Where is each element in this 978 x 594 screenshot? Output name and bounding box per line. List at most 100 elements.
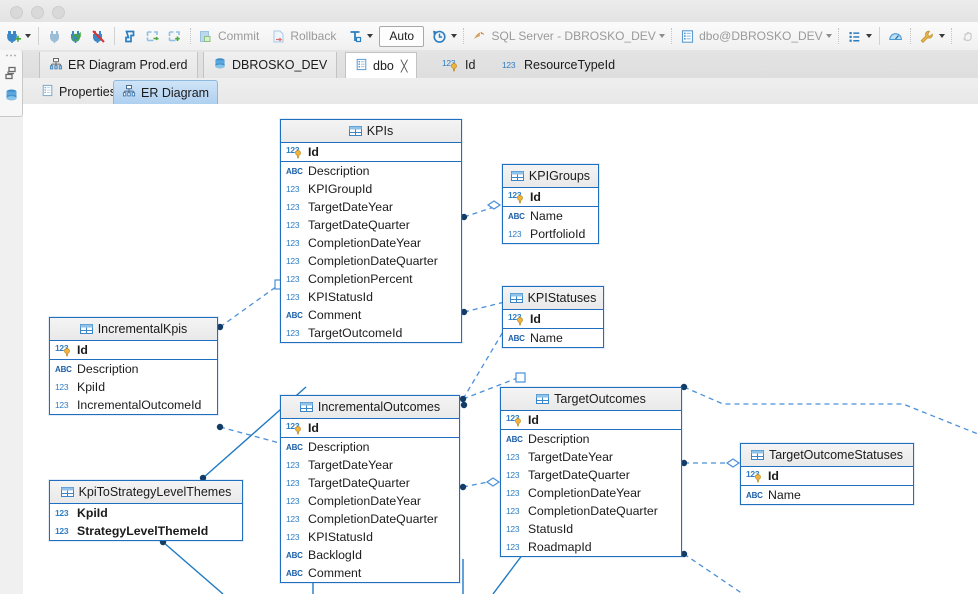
- er-table-header[interactable]: KpiToStrategyLevelThemes: [50, 481, 242, 504]
- rail-item-projects[interactable]: [4, 66, 19, 81]
- er-table-header[interactable]: TargetOutcomeStatuses: [741, 444, 913, 467]
- rail-item-database-navigator[interactable]: [4, 88, 19, 103]
- rail-grip[interactable]: [5, 54, 17, 57]
- tab-er-diagram-prod[interactable]: ER Diagram Prod.erd: [39, 52, 198, 78]
- new-sql-script-button[interactable]: [164, 25, 186, 47]
- tab-er-diagram[interactable]: ER Diagram: [113, 80, 219, 104]
- active-connection-caret-icon[interactable]: [658, 34, 665, 38]
- active-connection-selector[interactable]: SQL Server - DBROSKO_DEV: [469, 25, 667, 47]
- new-connection-button[interactable]: [2, 25, 33, 47]
- resultset-list-caret-icon[interactable]: [866, 34, 873, 38]
- close-dot[interactable]: [10, 6, 23, 19]
- invalidate-connection-button[interactable]: [87, 25, 109, 47]
- active-schema-selector[interactable]: dbo@DBROSKO_DEV: [676, 25, 834, 47]
- schema-icon: [355, 58, 368, 74]
- commit-icon: [197, 27, 215, 45]
- close-icon[interactable]: ╳: [400, 60, 408, 73]
- er-table-header[interactable]: TargetOutcomes: [501, 388, 681, 411]
- er-table-header[interactable]: IncrementalKpis: [50, 318, 217, 341]
- transaction-mode-caret-icon[interactable]: [367, 34, 374, 38]
- tab-resourcetypeid[interactable]: 123 ResourceTypeId: [493, 52, 624, 78]
- resultset-list-button[interactable]: [843, 25, 874, 47]
- er-table-header[interactable]: IncrementalOutcomes: [281, 396, 459, 419]
- er-table-header[interactable]: KPIStatuses: [503, 287, 603, 310]
- commit-button[interactable]: Commit: [195, 25, 261, 47]
- sql-script-button[interactable]: [142, 25, 164, 47]
- er-table-header[interactable]: KPIs: [281, 120, 461, 143]
- dashboard-button[interactable]: [884, 25, 906, 47]
- transaction-log-caret-icon[interactable]: [451, 34, 458, 38]
- tab-id[interactable]: 123 Id: [433, 52, 484, 78]
- editor-subtabs: Properties ER Diagram: [23, 78, 978, 105]
- tab-dbrosko-dev[interactable]: DBROSKO_DEV: [203, 52, 338, 78]
- new-connection-caret-icon[interactable]: [24, 34, 31, 38]
- disconnect-button[interactable]: [43, 25, 65, 47]
- transaction-mode-button[interactable]: [344, 25, 375, 47]
- transaction-log-button[interactable]: [428, 25, 459, 47]
- tab-properties[interactable]: Properties: [33, 80, 124, 103]
- rollback-button[interactable]: Rollback: [267, 25, 338, 47]
- tools-button[interactable]: [916, 25, 947, 47]
- sql-editor-button[interactable]: [120, 25, 142, 47]
- tools-caret-icon[interactable]: [938, 34, 945, 38]
- active-schema-caret-icon[interactable]: [825, 34, 832, 38]
- minimize-dot[interactable]: [31, 6, 44, 19]
- transaction-mode-value[interactable]: Auto: [379, 25, 425, 47]
- reconnect-button[interactable]: [65, 25, 87, 47]
- tab-dbo[interactable]: dbo ╳: [345, 52, 418, 80]
- zoom-dot[interactable]: [52, 6, 65, 19]
- pointer-button[interactable]: [956, 25, 978, 47]
- er-table-header[interactable]: KPIGroups: [503, 165, 598, 188]
